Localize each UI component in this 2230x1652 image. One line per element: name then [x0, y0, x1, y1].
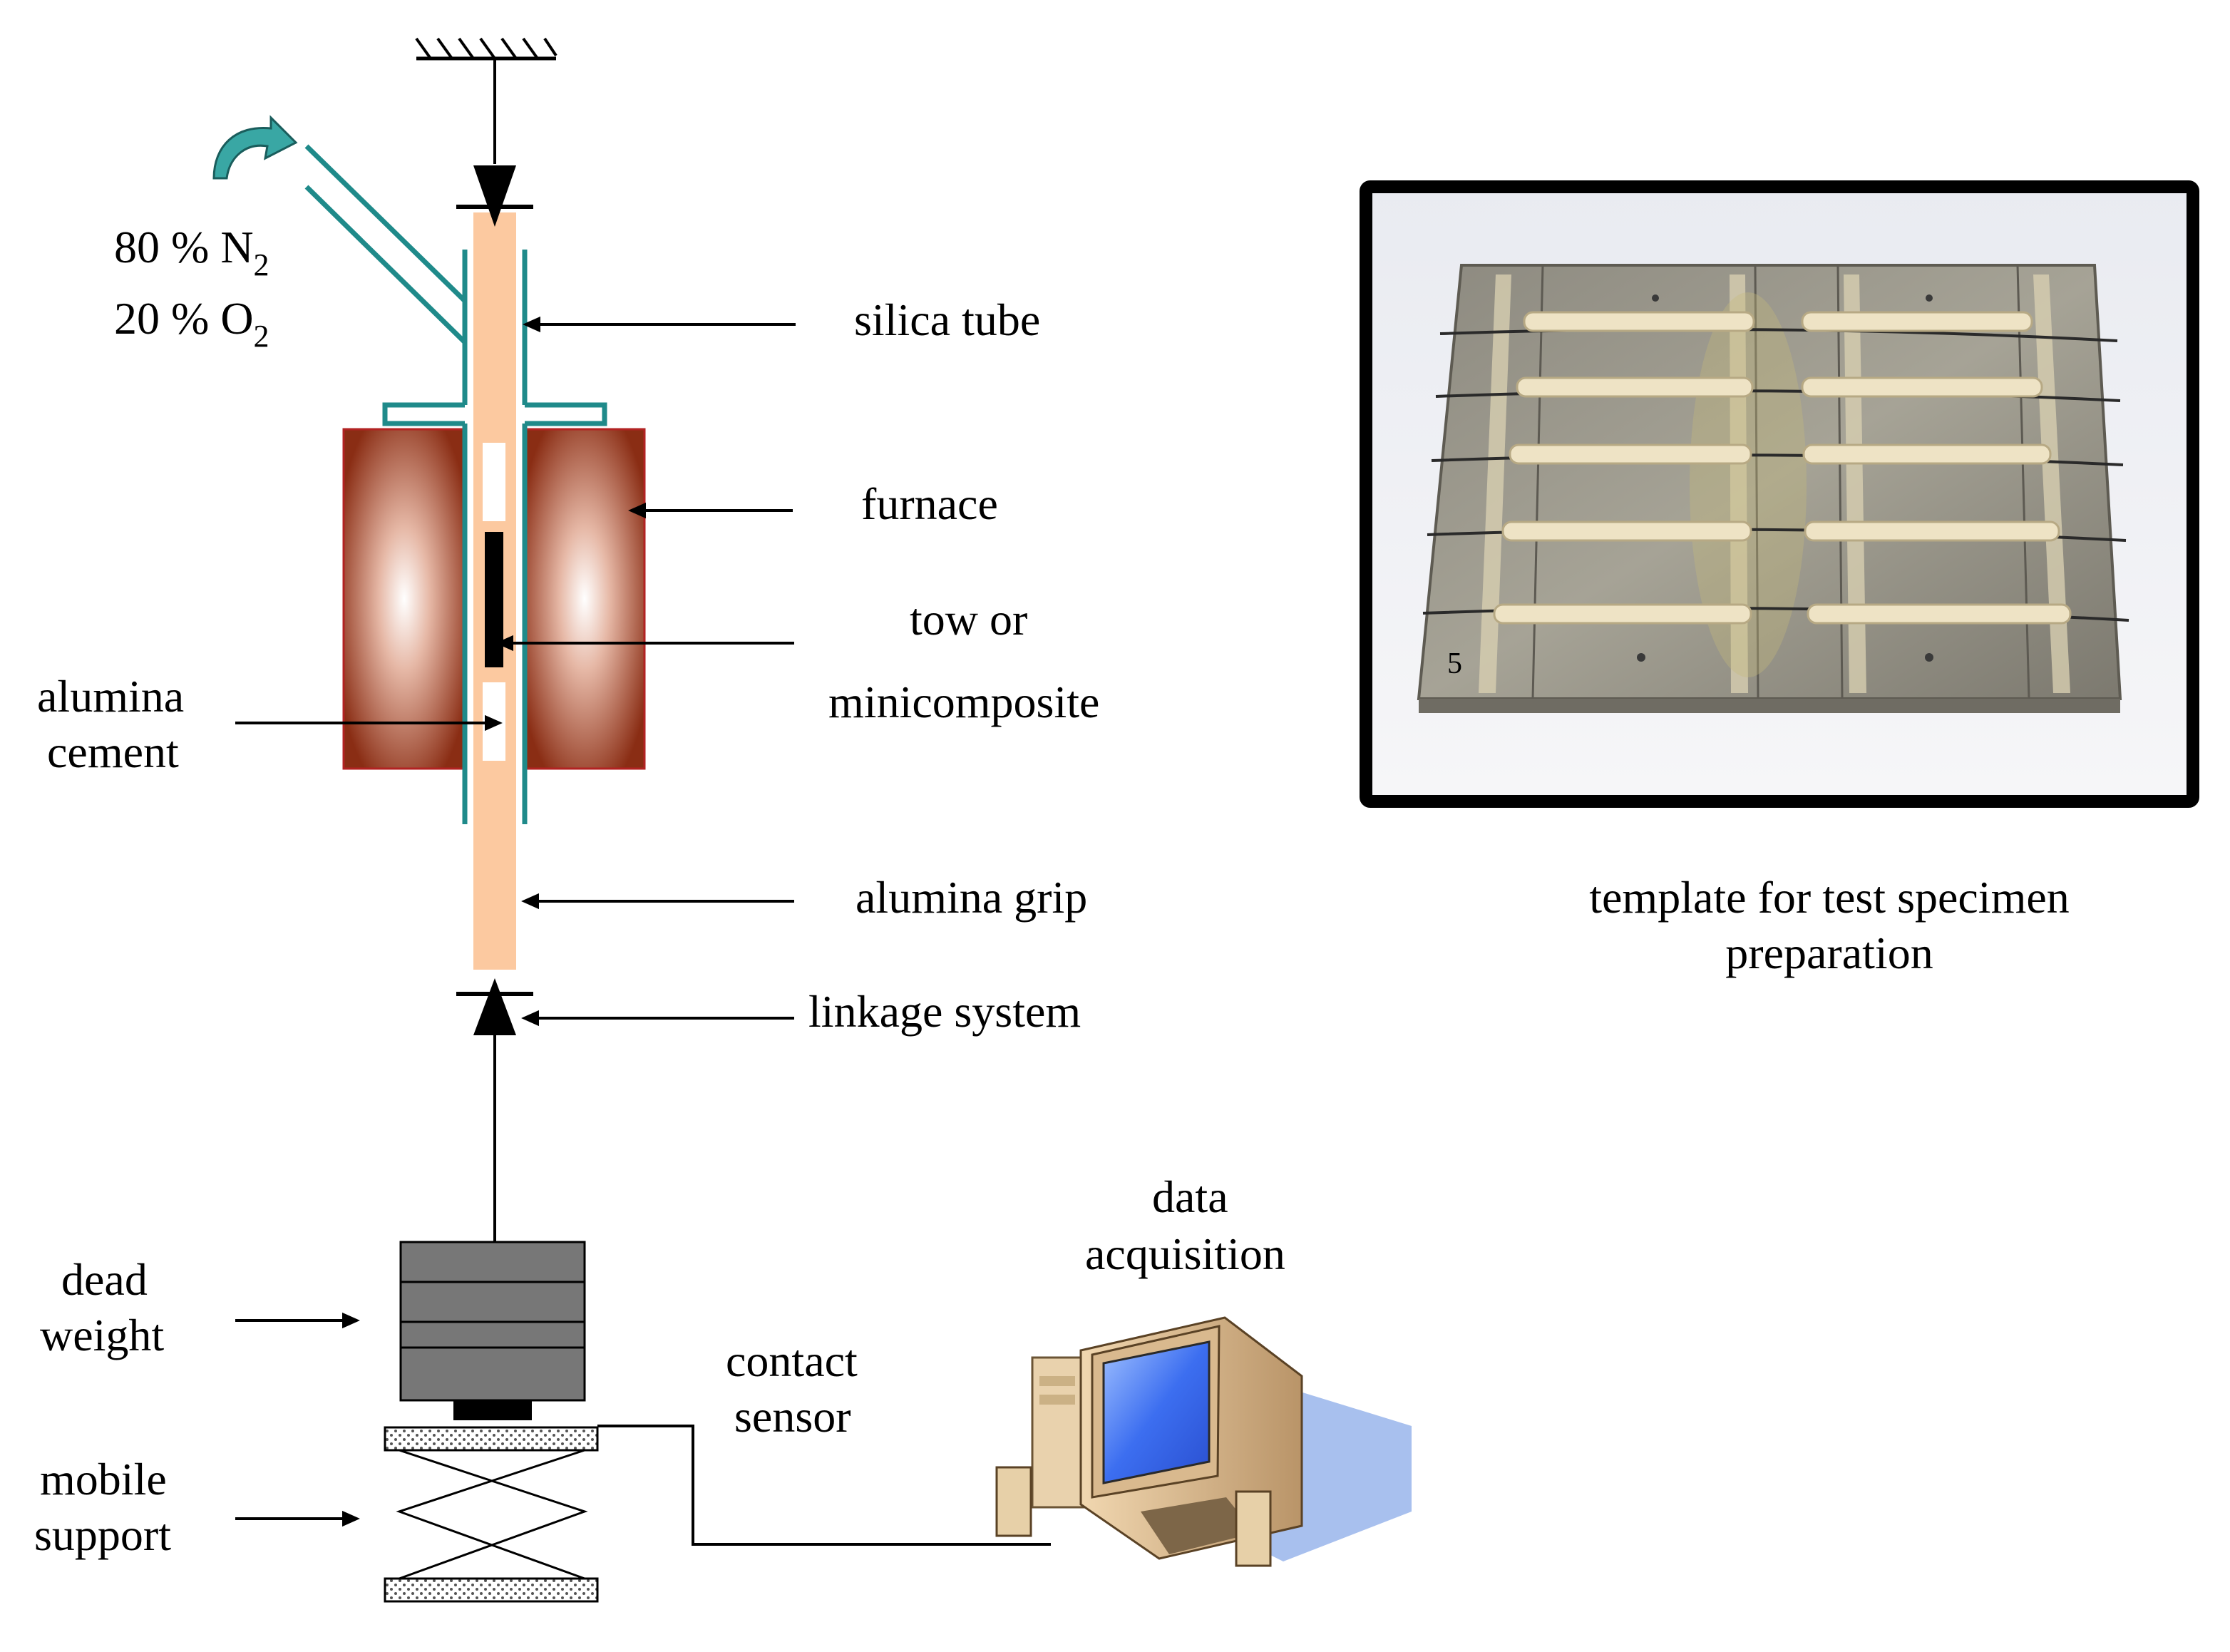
alumina-cement-label-line2: cement: [47, 727, 179, 777]
mobile-support-label-line1: mobile: [40, 1454, 167, 1504]
tow-label-line1: tow or: [910, 594, 1027, 645]
contact-sensor-label-line2: sensor: [734, 1391, 851, 1442]
gas-o2-label: 20 % O2: [114, 293, 269, 354]
tow-specimen: [485, 532, 503, 667]
data-acquisition-label-line2: acquisition: [1085, 1228, 1285, 1279]
computer-icon: [995, 1316, 1412, 1567]
data-acquisition-label-line1: data: [1152, 1171, 1228, 1222]
mobile-support-label-line2: support: [34, 1509, 171, 1560]
mobile-support: [384, 1426, 599, 1603]
alumina-grip-label: alumina grip: [855, 872, 1087, 923]
sensor-cable: [597, 1425, 1051, 1546]
linkage-system-label: linkage system: [808, 986, 1081, 1037]
top-linkage: [456, 165, 533, 227]
silica-tube: [382, 250, 607, 824]
alumina-cement-label-line1: alumina: [37, 671, 184, 722]
tow-label-line2: minicomposite: [828, 677, 1099, 727]
furnace: [342, 428, 646, 770]
contact-sensor-label-line1: contact: [726, 1335, 858, 1386]
gas-inlet: [212, 115, 467, 344]
fixed-support: [415, 37, 558, 164]
dead-weight: [399, 1241, 586, 1420]
plate-marking: 5: [1447, 647, 1462, 680]
leader-arrows: [235, 316, 796, 1527]
bottom-linkage: [456, 978, 533, 1242]
silica-tube-label: silica tube: [854, 294, 1040, 345]
photo-caption-line2: preparation: [1725, 928, 1933, 978]
furnace-label: furnace: [861, 478, 998, 529]
gas-flow-arrow-icon: [212, 115, 298, 180]
photo-caption-line1: template for test specimen: [1589, 872, 2070, 923]
dead-weight-label-line1: dead: [61, 1254, 148, 1305]
specimen-template-photo: 5: [1360, 180, 2199, 808]
alumina-grip-rod: [473, 212, 516, 970]
dead-weight-label-line2: weight: [40, 1310, 164, 1360]
gas-n2-label: 80 % N2: [114, 222, 269, 282]
